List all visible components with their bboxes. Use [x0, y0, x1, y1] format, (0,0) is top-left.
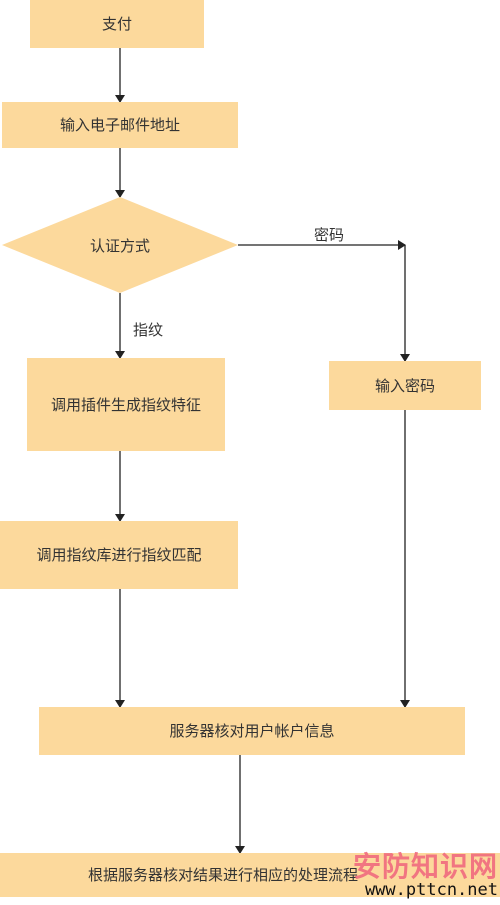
edge-label-password: 密码 [314, 226, 345, 244]
auth-method-diamond [2, 197, 238, 293]
edge-label-fingerprint: 指纹 [133, 321, 164, 339]
watermark-url: www.pttcn.net [364, 880, 498, 900]
node-enter-email: 输入电子邮件地址 [2, 102, 238, 148]
node-match-fingerprint: 调用指纹库进行指纹匹配 [0, 521, 238, 589]
node-pay: 支付 [30, 0, 204, 48]
node-verify-account: 服务器核对用户帐户信息 [39, 707, 465, 755]
node-auth-method-label: 认证方式 [89, 236, 150, 255]
node-call-plugin: 调用插件生成指纹特征 [27, 358, 225, 451]
watermark-chinese: 安防知识网 [352, 850, 498, 883]
node-enter-password: 输入密码 [329, 361, 481, 410]
node-process-result: 根据服务器核对结果进行相应的处理流程 [0, 853, 500, 897]
site-watermark: 安防知识网 www.pttcn.net [353, 853, 498, 899]
